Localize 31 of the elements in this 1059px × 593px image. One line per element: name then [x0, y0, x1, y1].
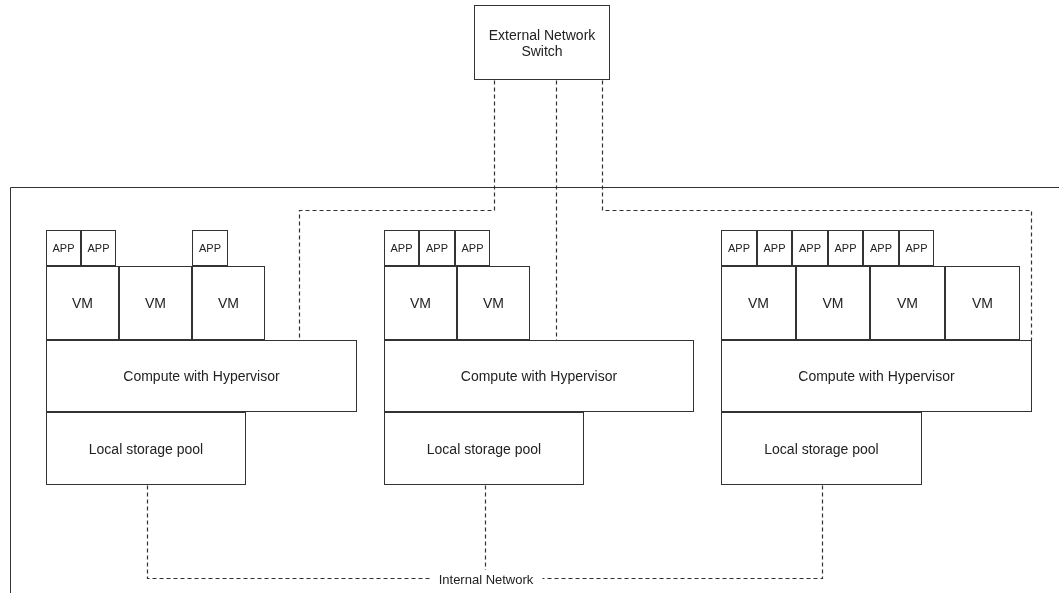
- vm-box: VM: [721, 266, 796, 340]
- vm-box: VM: [796, 266, 870, 340]
- app-box: APP: [899, 230, 934, 266]
- vm-box: VM: [457, 266, 530, 340]
- app-box: APP: [455, 230, 490, 266]
- connector-line: [146, 484, 432, 580]
- compute-box: Compute with Hypervisor: [721, 340, 1032, 412]
- vm-box: VM: [384, 266, 457, 340]
- app-box: APP: [46, 230, 81, 266]
- compute-box: Compute with Hypervisor: [46, 340, 357, 412]
- vm-box: VM: [945, 266, 1020, 340]
- compute-box: Compute with Hypervisor: [384, 340, 694, 412]
- connector-line: [601, 79, 1033, 342]
- storage-box: Local storage pool: [721, 412, 922, 485]
- app-box: APP: [792, 230, 828, 266]
- app-box: APP: [81, 230, 116, 266]
- app-box: APP: [828, 230, 863, 266]
- vm-box: VM: [192, 266, 265, 340]
- storage-box: Local storage pool: [46, 412, 246, 485]
- app-box: APP: [721, 230, 757, 266]
- app-box: APP: [757, 230, 792, 266]
- app-box: APP: [384, 230, 419, 266]
- vm-box: VM: [46, 266, 119, 340]
- vm-box: VM: [119, 266, 192, 340]
- switch-box: External Network Switch: [474, 5, 610, 80]
- connector-line: [541, 484, 824, 580]
- app-box: APP: [192, 230, 228, 266]
- app-box: APP: [419, 230, 455, 266]
- app-box: APP: [863, 230, 899, 266]
- storage-box: Local storage pool: [384, 412, 584, 485]
- vm-box: VM: [870, 266, 945, 340]
